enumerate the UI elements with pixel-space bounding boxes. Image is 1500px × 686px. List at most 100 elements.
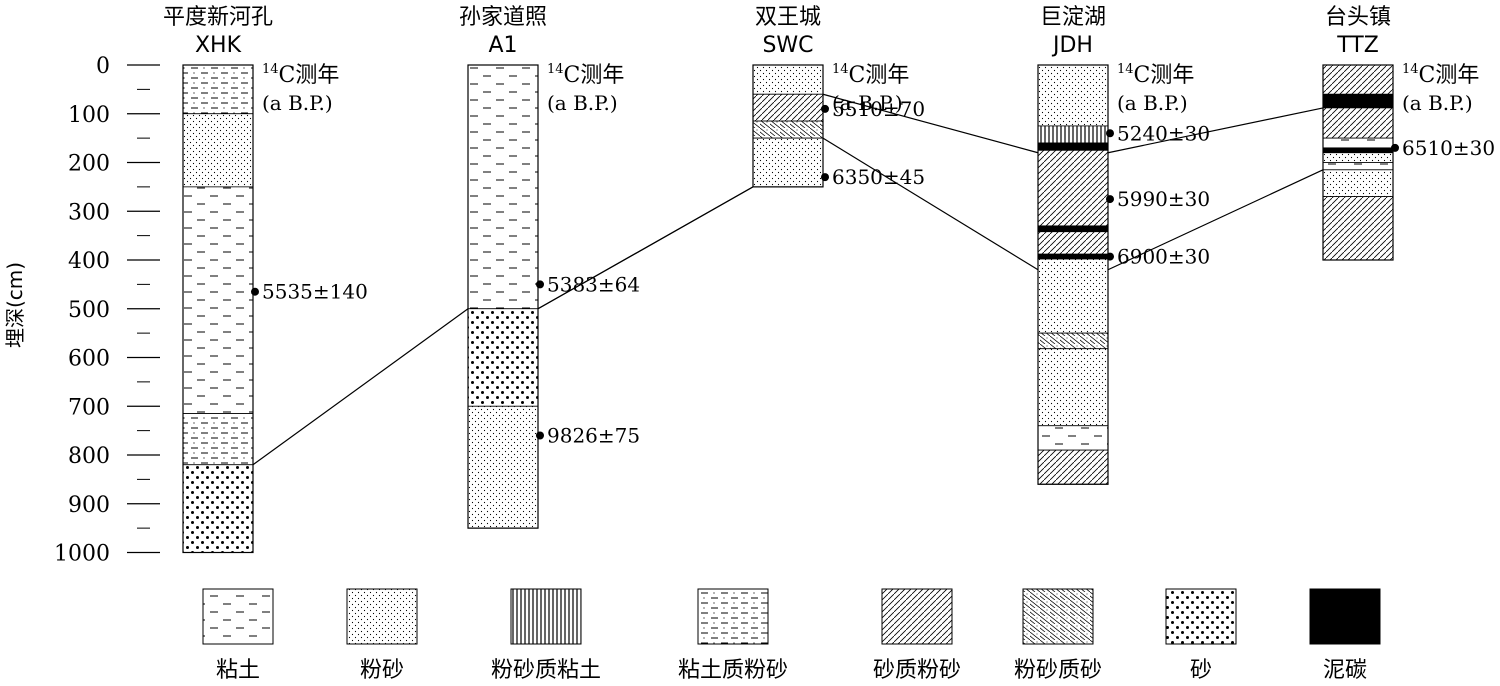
date-label: 6350±45 [832, 165, 925, 189]
layer-sand [467, 308, 539, 407]
column-outline [752, 64, 824, 188]
date-sample-point [536, 431, 544, 440]
column-outline [467, 64, 539, 529]
layer-clayey-silt [182, 413, 254, 466]
layer-peat [1037, 253, 1109, 260]
c14-text: C测年 [1419, 63, 1480, 88]
c14-superscript: 14 [547, 62, 564, 77]
layer-silt [1037, 348, 1109, 427]
legend-swatch-clay [202, 588, 274, 645]
column-name: 双王城 [755, 5, 821, 30]
layer-silt [182, 113, 254, 188]
c14-units: (a B.P.) [1117, 91, 1188, 115]
axis-tick-label: 700 [68, 395, 110, 420]
layer-clay [467, 64, 539, 310]
layer-clay [1322, 137, 1394, 149]
layer-sandy-silt [1037, 231, 1109, 255]
column-outline [1037, 64, 1109, 485]
c14-units: (a B.P.) [1402, 91, 1473, 115]
c14-text: C测年 [849, 63, 910, 88]
date-sample-point [536, 280, 544, 289]
date-sample-point [821, 104, 829, 113]
date-label: 6510±30 [1402, 136, 1495, 160]
c14-units: (a B.P.) [832, 91, 903, 115]
layer-silt [1322, 169, 1394, 198]
column-name: 孙家道照 [459, 5, 547, 30]
lithology-legend: 粘土粉砂粉砂质粘土粘土质粉砂砂质粉砂粉砂质砂砂泥碳 [202, 588, 1381, 683]
axis-tick-label: 100 [68, 103, 110, 128]
correlation-line [1107, 169, 1324, 271]
date-sample-point [1106, 252, 1114, 261]
date-label: 6900±30 [1117, 245, 1210, 269]
legend-label-silty-sand: 粉砂质砂 [1014, 658, 1102, 683]
column-name: 台头镇 [1325, 5, 1391, 30]
column-code: JDH [1051, 33, 1093, 58]
legend-swatch-sand [1165, 588, 1237, 645]
date-label: 5383±64 [547, 272, 640, 296]
c14-label: 14C测年 [262, 62, 339, 88]
date-sample-point [251, 287, 259, 296]
layer-clay [1322, 162, 1394, 171]
column-name: 平度新河孔 [163, 5, 273, 30]
column-code: TTZ [1336, 33, 1379, 58]
legend-label-sandy-silt: 砂质粉砂 [873, 658, 961, 683]
layer-silt [1037, 258, 1109, 334]
legend-label-peat: 泥碳 [1323, 658, 1367, 683]
legend-label-silt: 粉砂 [360, 658, 404, 683]
layer-sandy-silt [1037, 149, 1109, 227]
layer-silt [467, 405, 539, 529]
date-label: 5990±30 [1117, 187, 1210, 211]
date-sample-point [1391, 143, 1399, 152]
c14-text: C测年 [279, 63, 340, 88]
c14-label: 14C测年 [547, 62, 624, 88]
layer-silty-sand [1037, 332, 1109, 350]
correlation-line [822, 93, 1039, 154]
axis-tick-label: 300 [68, 200, 110, 225]
layer-peat [1322, 147, 1394, 154]
correlation-line [1107, 107, 1324, 154]
layer-silt [752, 137, 824, 188]
legend-swatch-sandy-silt [881, 588, 953, 645]
legend-label-silty-clay: 粉砂质粘土 [491, 658, 601, 683]
c14-label: 14C测年 [1117, 62, 1194, 88]
axis-tick-label: 600 [68, 347, 110, 372]
axis-tick-label: 1000 [54, 542, 110, 567]
legend-swatch-silty-sand [1022, 588, 1094, 645]
axis-tick-label: 800 [68, 444, 110, 469]
c14-superscript: 14 [1117, 62, 1134, 77]
date-label: 5535±140 [262, 280, 368, 304]
legend-swatch-silty-clay [510, 588, 582, 645]
layer-clayey-silt [182, 64, 254, 115]
column-code: XHK [195, 33, 242, 58]
column-outline [182, 64, 254, 554]
layer-sandy-silt [1322, 107, 1394, 139]
axis-tick-label: 0 [96, 54, 110, 79]
correlation-line [537, 186, 754, 310]
legend-label-clayey-silt: 粘土质粉砂 [678, 658, 788, 683]
c14-label: 14C测年 [832, 62, 909, 88]
axis-tick-label: 900 [68, 493, 110, 518]
axis-tick-label: 500 [68, 298, 110, 323]
c14-units: (a B.P.) [547, 91, 618, 115]
axis-tick-label: 400 [68, 249, 110, 274]
date-label: 5240±30 [1117, 121, 1210, 145]
date-label: 9826±75 [547, 424, 640, 448]
layer-peat [1322, 93, 1394, 109]
layer-sandy-silt [1322, 64, 1394, 95]
c14-superscript: 14 [832, 62, 849, 77]
c14-text: C测年 [564, 63, 625, 88]
legend-swatch-silt [346, 588, 418, 645]
c14-superscript: 14 [262, 62, 279, 77]
layer-silt [752, 64, 824, 95]
legend-label-clay: 粘土 [216, 658, 260, 683]
c14-units: (a B.P.) [262, 91, 333, 115]
layer-sandy-silt [1037, 449, 1109, 485]
c14-label: 14C测年 [1402, 62, 1479, 88]
date-sample-point [1106, 195, 1114, 204]
